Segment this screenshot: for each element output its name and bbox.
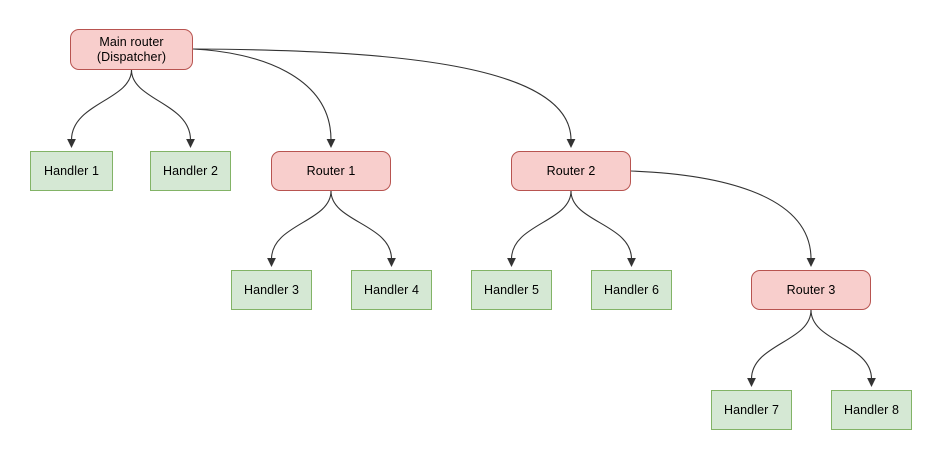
node-handler7[interactable]: Handler 7 xyxy=(711,390,792,430)
edge-main-to-handler1 xyxy=(67,69,133,148)
edge-main-to-handler2 xyxy=(130,69,195,148)
edge-router3-to-handler7 xyxy=(747,309,812,387)
edge-router2-to-handler6 xyxy=(570,190,636,267)
node-handler8[interactable]: Handler 8 xyxy=(831,390,912,430)
arrowhead-icon xyxy=(747,378,756,387)
arrowhead-icon xyxy=(387,258,396,267)
arrowhead-icon xyxy=(806,258,816,267)
arrowhead-icon xyxy=(67,139,76,148)
node-router2[interactable]: Router 2 xyxy=(511,151,631,191)
node-handler3[interactable]: Handler 3 xyxy=(231,270,312,310)
edge-router3-to-handler8 xyxy=(810,309,876,387)
edge-main-to-router2 xyxy=(192,48,576,148)
node-main[interactable]: Main router (Dispatcher) xyxy=(70,29,193,70)
edge-router1-to-handler4 xyxy=(330,190,396,267)
node-router1[interactable]: Router 1 xyxy=(271,151,391,191)
arrowhead-icon xyxy=(186,139,195,148)
node-handler5[interactable]: Handler 5 xyxy=(471,270,552,310)
node-handler6[interactable]: Handler 6 xyxy=(591,270,672,310)
node-handler4[interactable]: Handler 4 xyxy=(351,270,432,310)
arrowhead-icon xyxy=(267,258,276,267)
edge-router2-to-handler5 xyxy=(507,190,572,267)
edge-router2-to-router3 xyxy=(630,170,816,267)
arrowhead-icon xyxy=(867,378,876,387)
arrowhead-icon xyxy=(627,258,636,267)
node-handler1[interactable]: Handler 1 xyxy=(30,151,113,191)
edge-router1-to-handler3 xyxy=(267,190,332,267)
node-router3[interactable]: Router 3 xyxy=(751,270,871,310)
arrowhead-icon xyxy=(566,139,576,148)
arrowhead-icon xyxy=(326,139,336,148)
arrowhead-icon xyxy=(507,258,516,267)
edge-main-to-router1 xyxy=(192,48,336,148)
node-handler2[interactable]: Handler 2 xyxy=(150,151,231,191)
